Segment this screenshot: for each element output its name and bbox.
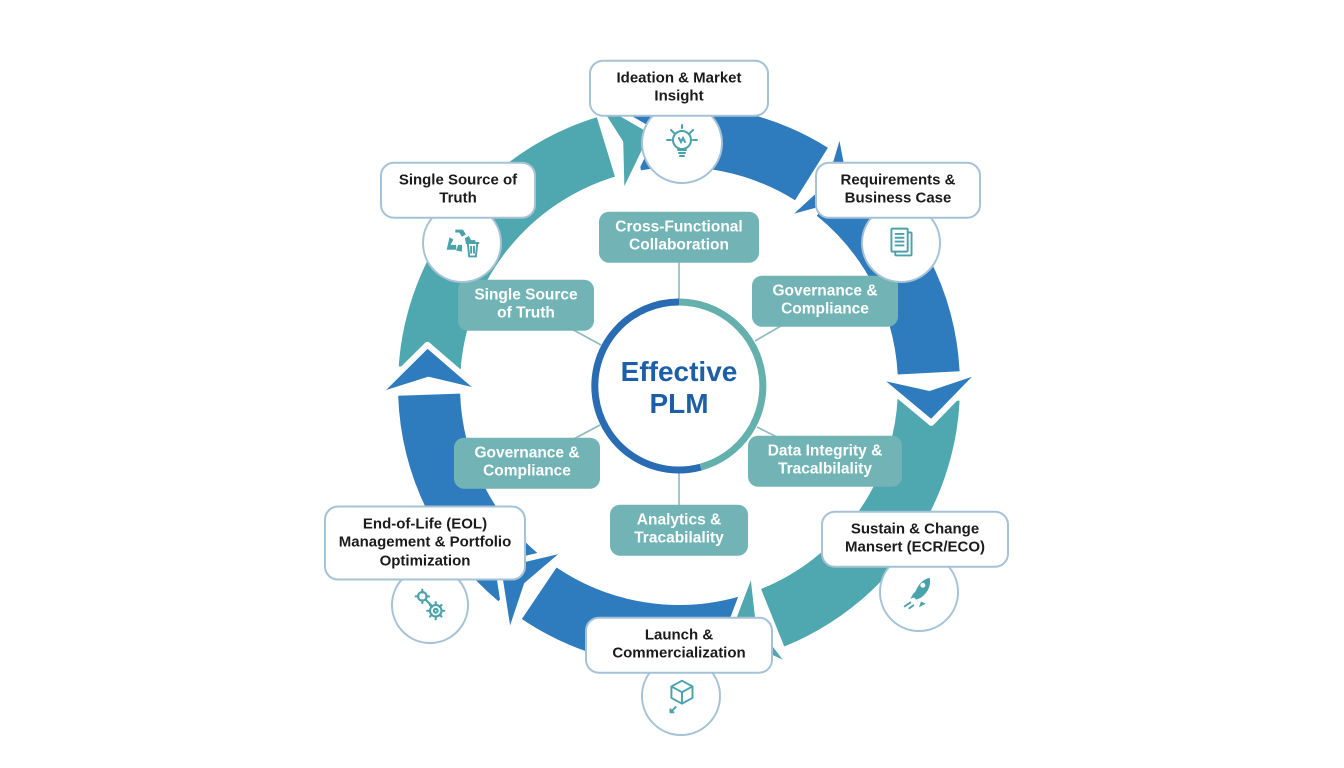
inner-item-analytics-traceability: Analytics & Tracabilality — [610, 504, 748, 556]
inner-item-data-integrity-traceability: Data Integrity & Tracalbilality — [748, 435, 902, 487]
arrow-segment-right-down-arrowhead — [871, 367, 986, 426]
arrow-segment-left-up-arrowhead — [372, 341, 487, 400]
center-title: Effective PLM — [621, 356, 738, 420]
inner-item-single-source-of-truth: Single Source of Truth — [458, 279, 594, 331]
inner-item-cross-functional-collaboration: Cross-Functional Collaboration — [599, 211, 759, 263]
cube-icon — [669, 679, 694, 714]
node-requirements-business-case: Requirements & Business Case — [815, 161, 981, 219]
tools-gears-icon — [414, 588, 446, 621]
center-title-line2: PLM — [649, 388, 709, 419]
center-title-line1: Effective — [620, 355, 738, 387]
center-ring-blue — [591, 298, 702, 474]
node-eol-management: End-of-Life (EOL) Management & Portfolio… — [324, 505, 526, 581]
inner-item-governance-compliance-right: Governance & Compliance — [752, 275, 898, 327]
inner-item-governance-compliance-left: Governance & Compliance — [454, 437, 600, 489]
arrow-segment-left-to-top-arrowhead — [587, 92, 657, 202]
lightbulb-icon — [666, 124, 698, 157]
node-launch-commercialization: Launch & Commercialization — [585, 616, 773, 674]
rocket-icon — [903, 577, 931, 610]
node-sustain-change: Sustain & Change Mansert (ECR/ECO) — [821, 510, 1009, 568]
node-single-source-of-truth: Single Source of Truth — [380, 161, 536, 219]
node-ideation-market-insight: Ideation & Market Insight — [589, 59, 769, 117]
center-ring-teal — [678, 298, 767, 471]
recycle-trash-icon — [446, 229, 480, 258]
documents-icon — [890, 227, 913, 257]
